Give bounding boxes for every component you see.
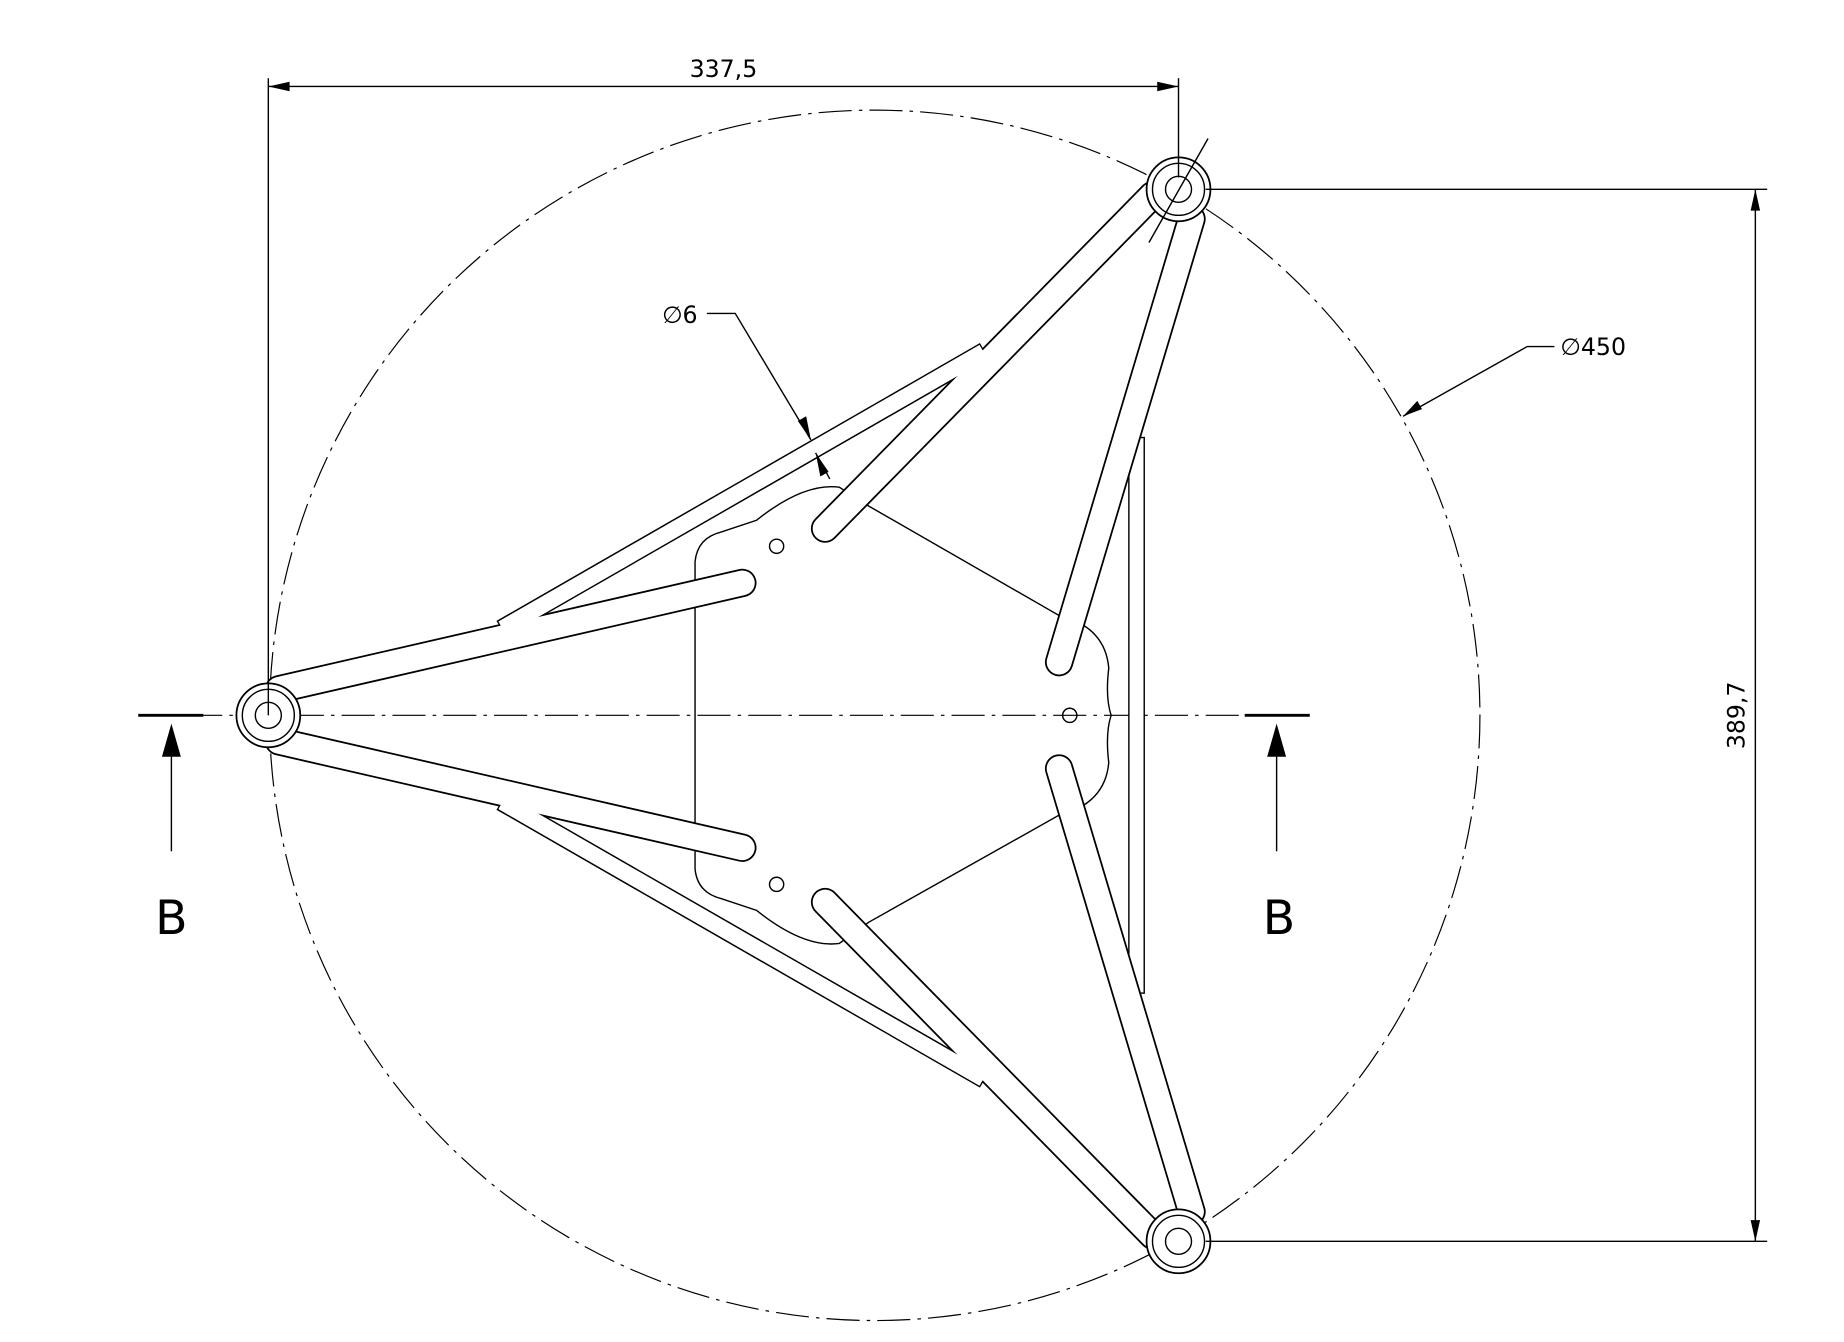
circle-diameter-label: ∅450 <box>1560 333 1626 361</box>
section-label-right: B <box>1263 891 1295 946</box>
tubes <box>264 181 1206 1250</box>
node-bottom <box>1145 1208 1212 1275</box>
section-marker-right: B <box>1244 713 1310 946</box>
dimension-horizontal-label: 337,5 <box>690 55 758 83</box>
tube-diameter-label: ∅6 <box>662 301 698 329</box>
vertical-plate <box>1128 436 1145 994</box>
section-label-left: B <box>155 891 187 946</box>
section-marker-left: B <box>138 713 204 946</box>
hole <box>768 538 785 555</box>
node-top <box>1145 138 1212 243</box>
dimension-vertical-label: 389,7 <box>1723 682 1751 750</box>
dimension-horizontal: 337,5 <box>267 55 1180 716</box>
dimension-vertical: 389,7 <box>1205 188 1768 1243</box>
tube-diameter-callout: ∅6 <box>662 301 831 480</box>
center-plate <box>694 485 1112 945</box>
circle-diameter-callout: ∅450 <box>1402 333 1626 417</box>
hole <box>1061 707 1078 724</box>
hole <box>768 876 785 893</box>
